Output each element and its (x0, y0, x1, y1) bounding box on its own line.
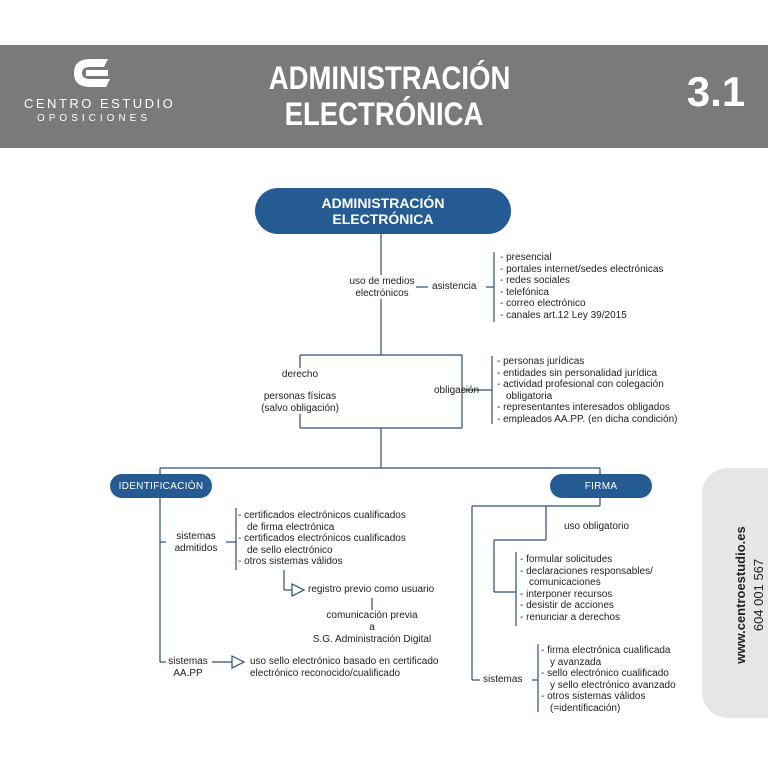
asistencia-list: presencial portales internet/sedes elect… (500, 252, 663, 322)
list-item: otros sistemas válidos(=identificación) (541, 691, 676, 714)
list-item: certificados electrónicos cualificadosde… (238, 533, 406, 556)
uso-obligatorio-list: formular solicitudes declaraciones respo… (520, 554, 653, 624)
sello-electronico-label: uso sello electrónico basado en certific… (250, 656, 439, 679)
uso-medios-label: uso de medios electrónicos (349, 276, 415, 299)
brand-subtitle: OPOSICIONES (36, 113, 151, 124)
contact-tab (702, 468, 768, 718)
list-item: empleados AA.PP. (en dicha condición) (497, 414, 677, 426)
personas-fisicas-label: personas físicas (salvo obligación) (261, 391, 339, 414)
list-item: correo electrónico (500, 298, 663, 310)
list-item: certificados electrónicos cualificadosde… (238, 510, 406, 533)
comunicacion-previa-label: comunicación previa a S.G. Administració… (312, 610, 432, 645)
section-number: 3.1 (686, 68, 746, 115)
sistemas-aapp-label: sistemas AA.PP (168, 656, 208, 679)
derecho-label: derecho (281, 369, 319, 380)
list-item: portales internet/sedes electrónicas (500, 264, 663, 276)
list-item: presencial (500, 252, 663, 264)
asistencia-label: asistencia (432, 281, 477, 292)
sistemas-admitidos-list: certificados electrónicos cualificadosde… (238, 510, 406, 568)
website-link[interactable]: www.centroestudio.es (733, 526, 748, 664)
list-item: redes sociales (500, 275, 663, 287)
sistemas-admitidos-label: sistemas admitidos (174, 531, 218, 554)
header-banner (0, 45, 768, 148)
logo-icon (74, 59, 110, 87)
list-item: desistir de acciones (520, 600, 653, 612)
list-item: formular solicitudes (520, 554, 653, 566)
list-item: actividad profesional con colegaciónobli… (497, 379, 677, 402)
firma-node: FIRMA (550, 474, 652, 498)
list-item: telefónica (500, 287, 663, 299)
obligacion-list: personas jurídicas entidades sin persona… (497, 356, 677, 426)
list-item: entidades sin personalidad jurídica (497, 368, 677, 380)
uso-obligatorio-label: uso obligatorio (564, 521, 630, 532)
registro-previo-label: registro previo como usuario (308, 584, 435, 595)
list-item: personas jurídicas (497, 356, 677, 368)
page-title: ADMINISTRACIÓN ELECTRÓNICA (268, 60, 511, 132)
brand-name: CENTRO ESTUDIO (24, 96, 176, 111)
list-item: renunciar a derechos (520, 612, 653, 624)
sistemas-firma-label: sistemas (483, 674, 523, 685)
phone-number: 604 001 567 (751, 558, 766, 632)
list-item: representantes interesados obligados (497, 402, 677, 414)
obligacion-label: obligación (434, 385, 480, 396)
identificacion-node: IDENTIFICACIÓN (110, 474, 212, 498)
list-item: otros sistemas válidos (238, 556, 406, 568)
list-item: interponer recursos (520, 589, 653, 601)
list-item: declaraciones responsables/comunicacione… (520, 566, 653, 589)
list-item: canales art.12 Ley 39/2015 (500, 310, 663, 322)
contact-info: www.centroestudio.es 604 001 567 (732, 480, 768, 710)
